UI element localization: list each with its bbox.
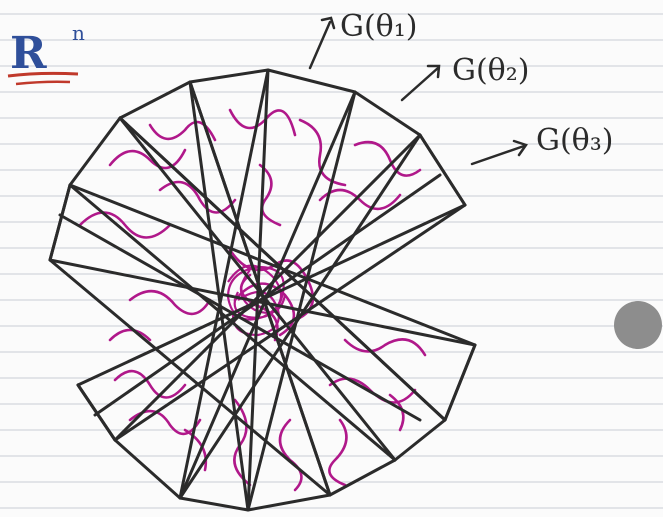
space-label-underline — [7, 71, 79, 78]
wedge-line — [58, 213, 422, 422]
wedge-line — [76, 203, 467, 387]
wedge-line — [188, 80, 332, 497]
wedge-line — [188, 80, 250, 512]
squiggle — [258, 163, 282, 227]
space-label: R n — [7, 21, 85, 86]
arrow-g1 — [308, 20, 332, 70]
space-label-text: R — [10, 28, 47, 79]
squiggle — [228, 108, 297, 137]
wedge-edge — [76, 383, 117, 442]
arrow-g2 — [400, 66, 440, 102]
wedge-line — [118, 116, 447, 422]
wedge-edge — [443, 343, 477, 422]
space-label-superscript: n — [72, 21, 85, 45]
wedge-line — [113, 133, 422, 442]
wedge-line — [68, 183, 477, 347]
squiggle — [113, 369, 187, 399]
wedge-lines — [48, 68, 477, 512]
wedge-line — [118, 116, 397, 462]
wedge-edge — [418, 133, 467, 207]
arrow-head-icon — [426, 64, 441, 79]
punch-hole-dot — [614, 301, 662, 349]
squiggle — [158, 180, 237, 214]
wedge-line — [48, 258, 332, 497]
ruled-lines — [0, 13, 663, 509]
label-arrows — [308, 16, 528, 166]
label-g3: G(θ₃) — [536, 123, 613, 158]
label-g1: G(θ₁) — [340, 9, 417, 44]
wedge-line — [113, 203, 467, 442]
arrow-g3 — [470, 144, 526, 166]
squiggle — [78, 211, 172, 239]
squiggle — [318, 188, 402, 211]
squiggle — [328, 418, 348, 487]
label-g2: G(θ₂) — [452, 53, 529, 88]
space-label-underline-2 — [15, 80, 71, 86]
squiggle — [108, 148, 187, 170]
lower-arc — [76, 343, 477, 512]
arrow-head-icon — [320, 16, 336, 30]
squiggle — [108, 328, 152, 342]
squiggle — [128, 289, 212, 316]
squiggle — [343, 338, 427, 357]
wedge-line — [93, 173, 442, 417]
wedge-line — [246, 90, 357, 512]
squiggle — [353, 140, 422, 177]
squiggle — [233, 282, 296, 337]
upper-arc — [48, 68, 467, 262]
squiggle — [298, 118, 347, 187]
wedge-edge — [48, 183, 72, 262]
arrow-head-icon — [512, 139, 528, 157]
wedge-line — [178, 68, 270, 500]
wedge-line — [48, 258, 477, 347]
